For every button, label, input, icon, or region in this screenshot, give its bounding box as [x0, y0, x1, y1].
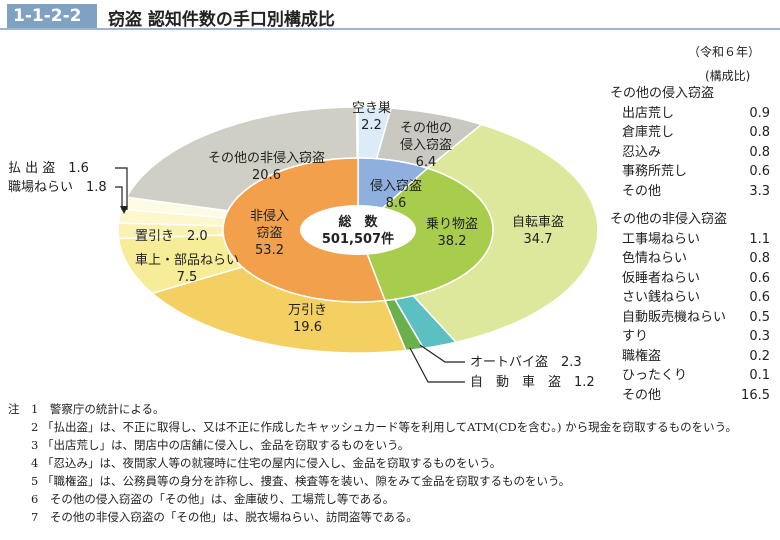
legend-item-label: その他	[622, 183, 662, 199]
label-okibiki: 置引き 2.0	[135, 229, 208, 244]
legend-item-value: 0.6	[749, 290, 770, 305]
arrow-icon	[120, 206, 128, 214]
note-item: 3 「出店荒し」は、閉店中の店舗に侵入し、金品を窃取するものをいう。	[8, 438, 410, 452]
legend-item-value: 3.3	[749, 183, 770, 199]
legend-item: その他 16.5	[610, 386, 770, 406]
legend-item: さい銭ねらい 0.6	[610, 288, 770, 308]
legend-item: その他 3.3	[610, 182, 770, 202]
legend-item-label: 出店荒し	[622, 105, 675, 121]
legend-item-label: 職権盗	[622, 348, 662, 364]
legend-item-label: 自動販売機ねらい	[622, 309, 727, 325]
note-item: 7 その他の非侵入窃盗の「その他」は、脱衣場ねらい、訪問盗等である。	[8, 510, 418, 524]
legend-other-shinnyu: その他の侵入窃盗出店荒し 0.9 倉庫荒し 0.8 忍込み 0.8 事務所荒し 0.6 その他 3…	[610, 84, 770, 201]
legend-item-label: すり	[622, 329, 649, 344]
legend-item-value: 0.8	[749, 251, 770, 266]
legend-item-value: 16.5	[741, 387, 770, 403]
legend-title: その他の侵入窃盗	[610, 86, 715, 101]
label-shokuba: 職場ねらい 1.8	[8, 180, 107, 195]
label-haraidashi: 払 出 盗 1.6	[8, 161, 89, 176]
notes: 注 1 警察庁の統計による。 2 「払出盗」は、不正に取得し、又は不正に作成した…	[8, 400, 737, 526]
legend-item-value: 1.1	[749, 231, 770, 247]
legend-item: すり 0.3	[610, 327, 770, 347]
legend-item: 自動販売機ねらい 0.5	[610, 308, 770, 328]
legend-item-value: 0.3	[749, 329, 770, 344]
legend-item: ひったくり 0.1	[610, 366, 770, 386]
center-hole	[300, 205, 416, 255]
legend-item: 色情ねらい 0.8	[610, 249, 770, 269]
legend-item-label: 色情ねらい	[622, 251, 688, 266]
legend-item-label: 工事場ねらい	[622, 231, 701, 247]
legend-item-value: 0.8	[749, 125, 770, 140]
label-jidosha: 自 動 車 盗 1.2	[470, 375, 595, 390]
legend-item-value: 0.8	[749, 144, 770, 160]
legend-item: 工事場ねらい 1.1	[610, 230, 770, 250]
label-auto: オートバイ盗 2.3	[470, 355, 582, 370]
note-item: 2 「払出盗」は、不正に取得し、又は不正に作成したキャッシュカード等を利用してA…	[8, 420, 737, 434]
legend-item-label: 事務所荒し	[622, 164, 688, 179]
legend-item: 職権盗 0.2	[610, 347, 770, 367]
legend-item-label: ひったくり	[622, 368, 688, 383]
figure-number: 1-1-2-2図	[7, 4, 97, 50]
slice-1	[357, 167, 494, 302]
era-label: （令和６年）	[688, 45, 761, 59]
legend-item: 出店荒し 0.9	[610, 104, 770, 124]
figure-title: 窃盗 認知件数の手口別構成比	[108, 10, 335, 30]
legend-item-value: 0.5	[749, 309, 770, 325]
note-item: 6 その他の侵入窃盗の「その他」は、金庫破り、工場荒し等である。	[8, 492, 395, 506]
legend-item-value: 0.1	[749, 368, 770, 383]
legend-item-label: さい銭ねらい	[622, 290, 701, 305]
legend-item: 仮睡者ねらい 0.6	[610, 269, 770, 289]
donut-chart	[115, 106, 599, 383]
legend-item-value: 0.6	[749, 164, 770, 179]
legend-item-value: 0.9	[749, 105, 770, 121]
note-item: 4 「忍込み」は、夜間家人等の就寝時に住宅の屋内に侵入し、金品を窃取するものをい…	[8, 456, 502, 470]
legend-item: 倉庫荒し 0.8	[610, 123, 770, 143]
legend-item: 忍込み 0.8	[610, 143, 770, 163]
legend-item-label: 倉庫荒し	[622, 125, 675, 140]
legend-item-value: 0.6	[749, 270, 770, 286]
legend-item-label: 忍込み	[622, 144, 662, 160]
leader-lines	[115, 167, 465, 383]
note-item: 5 「職権盗」は、公務員等の身分を詐称し、捜査、検査等を装い、隙をみて金品を窃取…	[8, 474, 571, 488]
unit-label: (構成比)	[705, 69, 751, 83]
legend-item-label: その他	[622, 387, 662, 403]
legend-item: 事務所荒し 0.6	[610, 162, 770, 182]
legend-item-value: 0.2	[749, 348, 770, 364]
legend-item-label: 仮睡者ねらい	[622, 270, 701, 286]
figure-header: 1-1-2-2図 窃盗 認知件数の手口別構成比	[0, 0, 780, 50]
note-item: 注 1 警察庁の統計による。	[8, 402, 165, 416]
legend-title: その他の非侵入窃盗	[610, 212, 728, 227]
